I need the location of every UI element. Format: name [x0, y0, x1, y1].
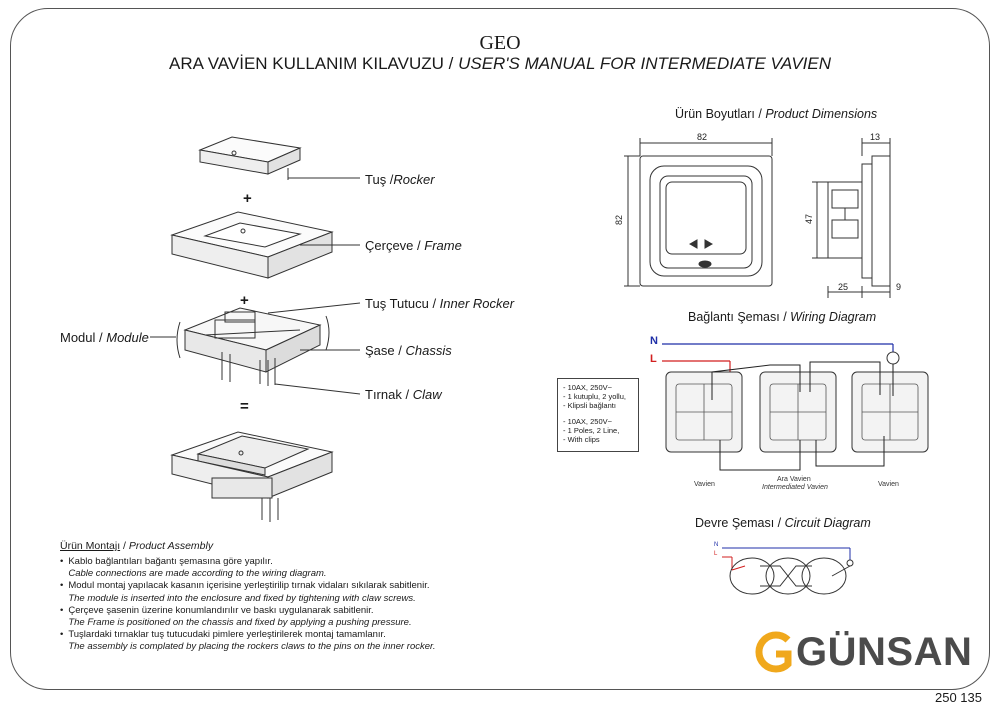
list-item: •Tuşlardaki tırnaklar tuş tutucudaki pim…: [60, 629, 436, 653]
dim-height: 82: [614, 214, 625, 226]
live-label: L: [650, 353, 657, 365]
assembly-heading: Ürün Montajı / Product Assembly: [60, 540, 214, 552]
assembled-drawing: [170, 431, 334, 522]
claw-label: Tırnak / Claw: [365, 387, 442, 402]
frame-label: Çerçeve / Frame: [365, 238, 462, 253]
product-code: 250 135: [935, 690, 982, 705]
dim-depth: 13: [870, 132, 881, 142]
circuit-live-label: L: [714, 551, 718, 557]
vavien-left-label: Vavien: [694, 481, 715, 488]
inner-rocker-label: Tuş Tutucu / Inner Rocker: [365, 296, 515, 311]
list-item: •Çerçeve şasenin üzerine konumlandırılır…: [60, 604, 412, 629]
list-item: •Modul montaj yapılacak kasanın içerisin…: [60, 580, 430, 604]
wiring-diagram: [662, 343, 929, 471]
circuit-neutral-label: N: [714, 542, 719, 548]
manual-sheet-border: [10, 8, 990, 690]
rocker-label: Tuş /Rocker: [365, 172, 435, 187]
page-title: ARA VAVİEN KULLANIM KILAVUZU / USER'S MA…: [168, 54, 831, 73]
wiring-heading: Bağlantı Şeması / Wiring Diagram: [688, 310, 877, 324]
plus-sign: +: [240, 292, 249, 309]
spec-box: - 10AX, 250V~ - 1 kutuplu, 2 yollu, - Kl…: [557, 378, 639, 452]
dim-width: 82: [697, 132, 708, 142]
intermediate-label: Ara Vavien: [777, 476, 811, 483]
neutral-label: N: [650, 335, 658, 347]
dim-front-depth: 9: [896, 282, 902, 292]
dimension-drawing: [624, 138, 891, 298]
list-item: •Kablo bağlantıları bağantı şemasına gör…: [60, 556, 327, 580]
frame-drawing: [170, 211, 334, 279]
dim-base-depth: 25: [838, 282, 849, 292]
dimensions-heading: Ürün Boyutları / Product Dimensions: [675, 107, 878, 121]
plus-sign: +: [243, 190, 252, 207]
rocker-drawing: [198, 136, 302, 175]
chassis-label: Şase / Chassis: [365, 343, 452, 358]
gunsan-logo-mark: [755, 631, 792, 673]
circuit-diagram: [722, 547, 854, 595]
module-label: Modul / Module: [60, 330, 149, 345]
module-drawing: [176, 307, 330, 386]
vavien-right-label: Vavien: [878, 481, 899, 488]
intermediate-en-label: Intermediated Vavien: [762, 484, 828, 491]
gunsan-logo-text: GÜNSAN: [796, 630, 973, 674]
assembly-list: •Kablo bağlantıları bağantı şemasına gör…: [60, 556, 500, 654]
equals-sign: =: [240, 398, 249, 415]
brand-name: GEO: [479, 32, 521, 54]
dim-inner-height: 47: [804, 213, 815, 225]
circuit-heading: Devre Şeması / Circuit Diagram: [695, 516, 871, 530]
